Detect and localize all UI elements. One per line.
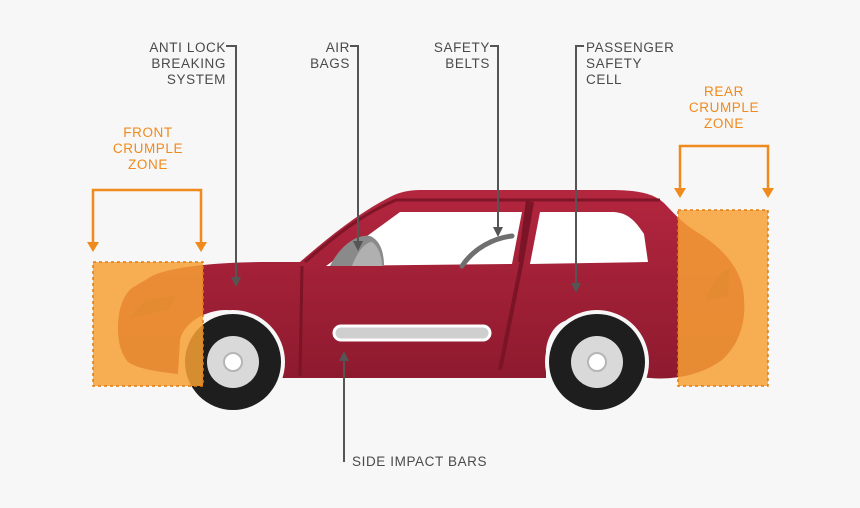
rear-bracket-arrow-left bbox=[674, 188, 686, 198]
rear-crumple-bracket bbox=[678, 144, 770, 190]
front-door-outline bbox=[298, 265, 304, 377]
rear-crumple-zone bbox=[677, 209, 769, 387]
airbag-shade bbox=[352, 242, 382, 266]
label-anti-lock-braking-system: ANTI LOCK BREAKING SYSTEM bbox=[149, 40, 226, 87]
pointer-anti-lock bbox=[226, 45, 241, 287]
front-bracket-arrow-left bbox=[87, 242, 99, 252]
side-impact-bar bbox=[332, 324, 492, 342]
label-passenger-safety-cell: PASSENGER SAFETY CELL bbox=[586, 40, 675, 87]
rear-bracket-arrow-right bbox=[762, 188, 774, 198]
label-side-impact-bars: SIDE IMPACT BARS bbox=[352, 454, 488, 469]
c-pillar bbox=[518, 199, 530, 263]
pointer-passenger-cell bbox=[571, 45, 584, 293]
steering-wheel bbox=[459, 233, 515, 269]
label-safety-belts: SAFETY BELTS bbox=[433, 40, 490, 71]
label-rear-crumple-zone: REAR CRUMPLE ZONE bbox=[688, 84, 760, 131]
front-crumple-bracket bbox=[91, 188, 203, 244]
rear-wheel bbox=[545, 310, 649, 414]
front-crumple-zone bbox=[92, 261, 204, 387]
roof-line bbox=[304, 198, 660, 264]
rear-window bbox=[530, 212, 648, 264]
pointer-air-bags bbox=[350, 45, 363, 251]
label-front-crumple-zone: FRONT CRUMPLE ZONE bbox=[112, 125, 184, 172]
pointer-safety-belts bbox=[490, 45, 503, 237]
label-air-bags: AIR BAGS bbox=[310, 40, 350, 71]
front-wheel bbox=[181, 310, 285, 414]
front-bracket-arrow-right bbox=[195, 242, 207, 252]
